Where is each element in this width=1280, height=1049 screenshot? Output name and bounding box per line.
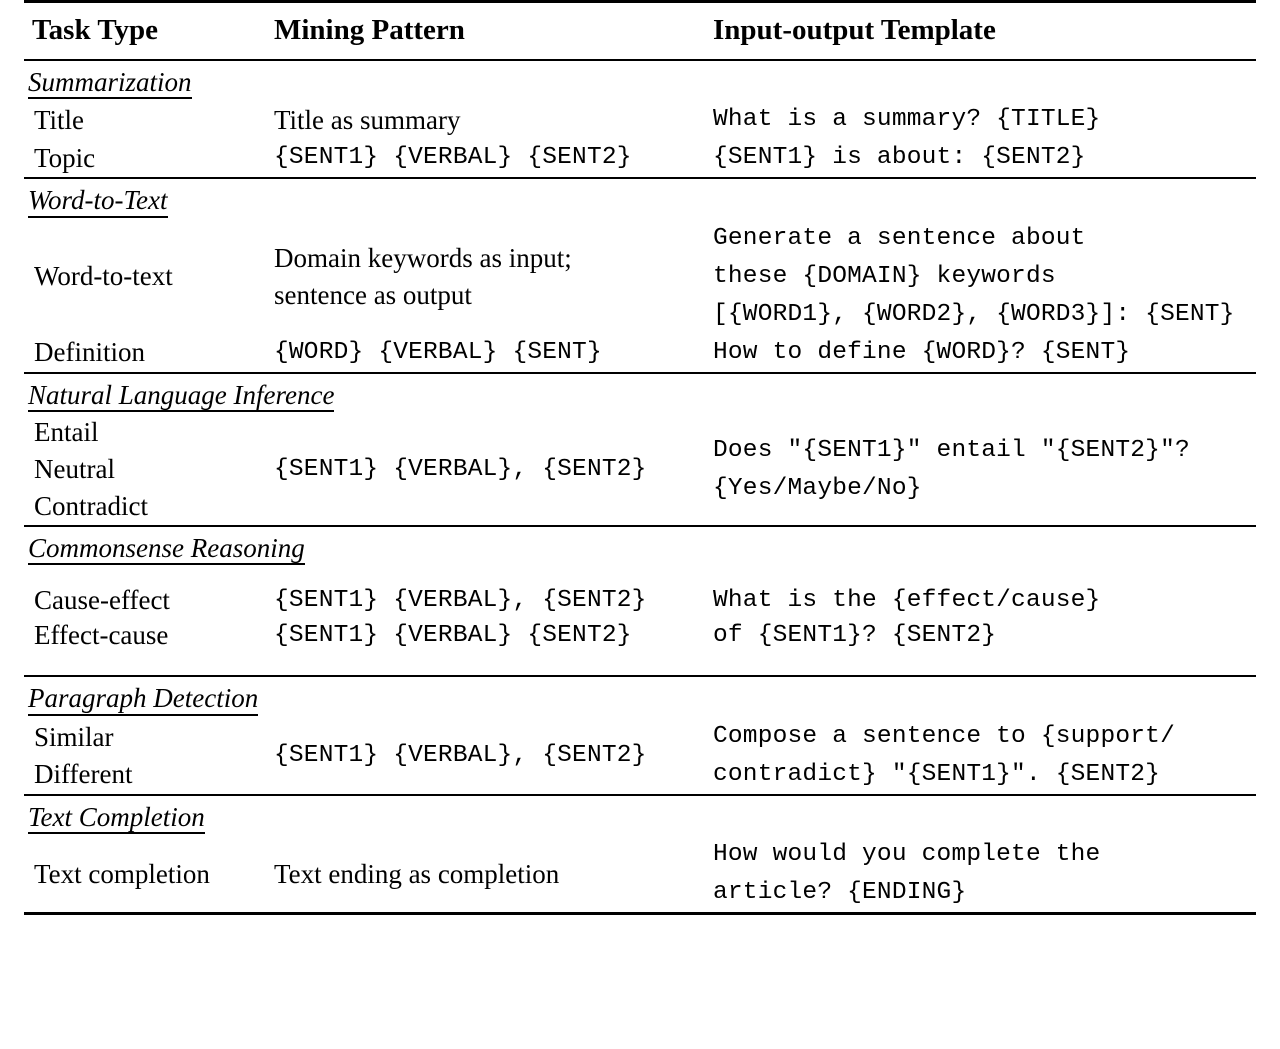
cell-task-type: Effect-cause — [24, 618, 270, 676]
table-row: Similar Different {SENT1} {VERBAL}, {SEN… — [24, 718, 1256, 795]
cell-template: Does "{SENT1}" entail "{SENT2}"? {Yes/Ma… — [710, 414, 1256, 526]
cell-mining-pattern: Domain keywords as input; sentence as ou… — [270, 220, 710, 334]
column-header-input-output-template: Input-output Template — [713, 14, 996, 46]
pattern-text: {WORD} {VERBAL} {SENT} — [274, 338, 602, 366]
column-header-task-type: Task Type — [32, 14, 159, 46]
section-heading-cell: Paragraph Detection — [24, 677, 1256, 717]
template-text: {SENT1} is about: {SENT2} — [713, 144, 1086, 172]
section-heading-row: Summarization — [24, 61, 1256, 101]
section-heading-cell: Text Completion — [24, 796, 1256, 836]
cell-template: Compose a sentence to {support/ contradi… — [710, 718, 1256, 795]
pattern-text: {SENT1} {VERBAL}, {SENT2} — [274, 587, 647, 615]
template-text: What is the {effect/cause} — [713, 587, 1101, 615]
section-heading-cell: Commonsense Reasoning — [24, 527, 1256, 567]
task-label: Cause-effect — [34, 585, 170, 616]
pattern-text: {SENT1} {VERBAL}, {SENT2} — [274, 455, 647, 483]
template-text: What is a summary? {TITLE} — [713, 106, 1101, 134]
cell-template: What is a summary? {TITLE} — [710, 101, 1256, 139]
cell-template: of {SENT1}? {SENT2} — [710, 618, 1256, 676]
cell-mining-pattern: Text ending as completion — [270, 836, 710, 914]
pattern-text: {SENT1} {VERBAL} {SENT2} — [274, 622, 632, 650]
table-row: Effect-cause {SENT1} {VERBAL} {SENT2} of… — [24, 618, 1256, 676]
cell-mining-pattern: {SENT1} {VERBAL}, {SENT2} — [270, 567, 710, 618]
cell-task-type: Word-to-text — [24, 220, 270, 334]
section-heading-row: Word-to-Text — [24, 179, 1256, 219]
template-text: Generate a sentence about these {DOMAIN}… — [713, 224, 1235, 328]
section-heading-cell: Summarization — [24, 61, 1256, 101]
cell-template: What is the {effect/cause} — [710, 567, 1256, 618]
table-row: Word-to-text Domain keywords as input; s… — [24, 220, 1256, 334]
cell-task-type: Definition — [24, 334, 270, 373]
cell-task-type: Entail Neutral Contradict — [24, 414, 270, 526]
cell-template: Generate a sentence about these {DOMAIN}… — [710, 220, 1256, 334]
cell-mining-pattern: {WORD} {VERBAL} {SENT} — [270, 334, 710, 373]
table-row: Cause-effect {SENT1} {VERBAL}, {SENT2} W… — [24, 567, 1256, 618]
cell-mining-pattern: {SENT1} {VERBAL} {SENT2} — [270, 618, 710, 676]
cell-mining-pattern: {SENT1} {VERBAL} {SENT2} — [270, 139, 710, 178]
cell-mining-pattern: Title as summary — [270, 101, 710, 139]
section-title: Text Completion — [28, 802, 205, 835]
table-row: Title Title as summary What is a summary… — [24, 101, 1256, 139]
task-template-table: Task Type Mining Pattern Input-output Te… — [24, 0, 1256, 916]
cell-template: How to define {WORD}? {SENT} — [710, 334, 1256, 373]
template-text: Compose a sentence to {support/ contradi… — [713, 722, 1175, 788]
section-title: Summarization — [28, 68, 192, 100]
task-label: Similar Different — [34, 721, 133, 789]
task-label: Title — [34, 104, 85, 135]
cell-mining-pattern: {SENT1} {VERBAL}, {SENT2} — [270, 718, 710, 795]
template-text: How would you complete the article? {END… — [713, 841, 1101, 907]
pattern-text: Domain keywords as input; sentence as ou… — [274, 242, 572, 310]
table-row: Topic {SENT1} {VERBAL} {SENT2} {SENT1} i… — [24, 139, 1256, 178]
section-title: Paragraph Detection — [28, 684, 259, 716]
cell-task-type: Cause-effect — [24, 567, 270, 618]
task-label: Topic — [34, 142, 96, 173]
section-heading-row: Paragraph Detection — [24, 677, 1256, 717]
cell-template: How would you complete the article? {END… — [710, 836, 1256, 914]
task-label: Effect-cause — [34, 620, 169, 651]
section-heading-row: Commonsense Reasoning — [24, 527, 1256, 567]
section-heading-row: Natural Language Inference — [24, 374, 1256, 414]
rule-bottom — [24, 912, 1256, 916]
column-header-mining-pattern: Mining Pattern — [274, 14, 465, 46]
pattern-text: {SENT1} {VERBAL} {SENT2} — [274, 144, 632, 172]
section-title: Commonsense Reasoning — [28, 534, 305, 566]
task-label: Entail Neutral Contradict — [34, 417, 148, 522]
section-title: Natural Language Inference — [28, 380, 335, 413]
pattern-text: {SENT1} {VERBAL}, {SENT2} — [274, 741, 647, 769]
table-row: Text completion Text ending as completio… — [24, 836, 1256, 914]
table-header-row: Task Type Mining Pattern Input-output Te… — [24, 3, 1256, 60]
table-row: Entail Neutral Contradict {SENT1} {VERBA… — [24, 414, 1256, 526]
section-title: Word-to-Text — [28, 186, 168, 218]
cell-template: {SENT1} is about: {SENT2} — [710, 139, 1256, 178]
task-label: Text completion — [34, 858, 210, 889]
section-heading-cell: Natural Language Inference — [24, 374, 1256, 414]
task-label: Word-to-text — [34, 261, 173, 292]
task-label: Definition — [34, 337, 145, 368]
template-text: How to define {WORD}? {SENT} — [713, 338, 1131, 366]
cell-mining-pattern: {SENT1} {VERBAL}, {SENT2} — [270, 414, 710, 526]
template-text: Does "{SENT1}" entail "{SENT2}"? {Yes/Ma… — [713, 436, 1190, 502]
section-heading-row: Text Completion — [24, 796, 1256, 836]
pattern-text: Text ending as completion — [274, 858, 560, 889]
cell-task-type: Title — [24, 101, 270, 139]
template-text: of {SENT1}? {SENT2} — [713, 622, 997, 650]
rule-top — [24, 0, 1256, 4]
cell-task-type: Text completion — [24, 836, 270, 914]
table-row: Definition {WORD} {VERBAL} {SENT} How to… — [24, 334, 1256, 373]
pattern-text: Title as summary — [274, 104, 461, 135]
cell-task-type: Similar Different — [24, 718, 270, 795]
section-heading-cell: Word-to-Text — [24, 179, 1256, 219]
cell-task-type: Topic — [24, 139, 270, 178]
